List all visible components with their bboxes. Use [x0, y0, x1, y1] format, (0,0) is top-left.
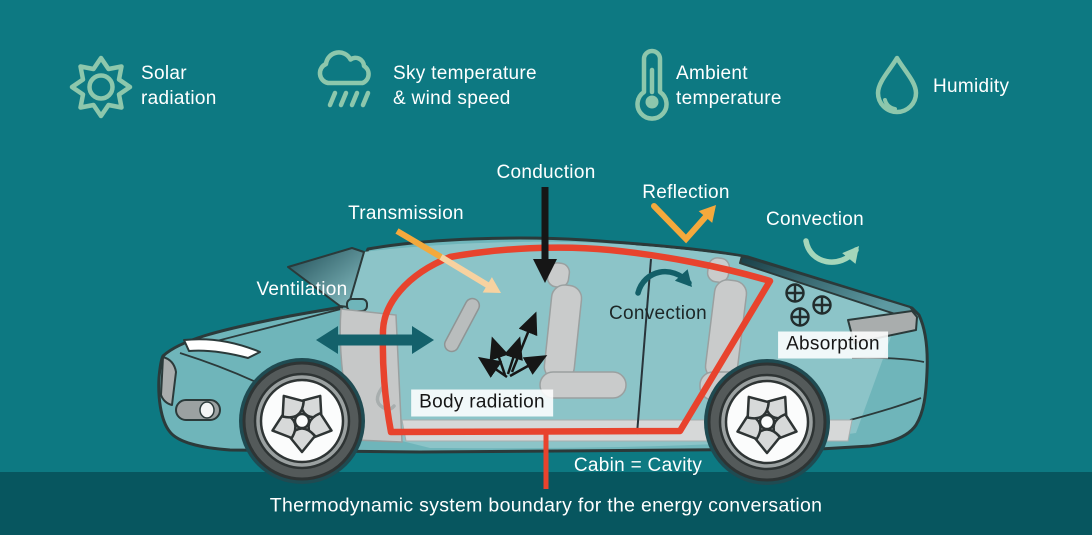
windshield-glass [287, 247, 365, 308]
headlight-swoosh [183, 338, 261, 359]
convection-inside-arrow-icon [635, 269, 692, 296]
driver-seat [539, 262, 627, 399]
reflection-arrow-icon [651, 203, 716, 244]
droplet-icon [875, 55, 919, 115]
conduction-arrow-icon [533, 187, 557, 283]
cabin-boundary-outline [379, 244, 774, 436]
legend-label-humidity: Humidity [933, 76, 1010, 97]
label-reflection: Reflection [642, 182, 730, 203]
label-convection-outside: Convection [765, 209, 865, 230]
hood-crease [204, 308, 342, 345]
headlight-unit [160, 356, 177, 406]
legend-label-sky-temperature: Sky temperature & wind speed [393, 63, 537, 109]
sun-icon [69, 55, 133, 119]
transmission-arrow-icon [395, 228, 501, 293]
convection-outside-arrow-icon [803, 238, 859, 265]
label-transmission: Transmission [348, 203, 464, 224]
fog-light-lens [199, 401, 215, 419]
legend-label-ambient-temperature: Ambient temperature [676, 63, 782, 109]
b-pillar-seam [636, 258, 652, 435]
steering-wheel [443, 297, 481, 353]
trunk-crease-lower [849, 397, 922, 421]
label-convection-inside: Convection [608, 303, 708, 324]
side-mirror [346, 298, 368, 312]
body-radiation-arrows-icon [477, 311, 548, 379]
label-absorption: Absorption [778, 331, 888, 359]
label-conduction: Conduction [496, 162, 596, 183]
rear-wheel [702, 357, 832, 487]
label-ventilation: Ventilation [256, 279, 348, 300]
cloud-rain-icon [317, 50, 371, 108]
footer-caption: Thermodynamic system boundary for the en… [269, 494, 823, 517]
front-wheel [237, 356, 367, 486]
ventilation-arrow-icon [316, 326, 434, 354]
label-cabin-cavity: Cabin = Cavity [573, 455, 703, 476]
legend-label-solar-radiation: Solar radiation [141, 63, 217, 109]
thermometer-icon [635, 48, 669, 121]
label-body-radiation: Body radiation [411, 389, 553, 417]
absorption-plus-icons [785, 283, 832, 327]
